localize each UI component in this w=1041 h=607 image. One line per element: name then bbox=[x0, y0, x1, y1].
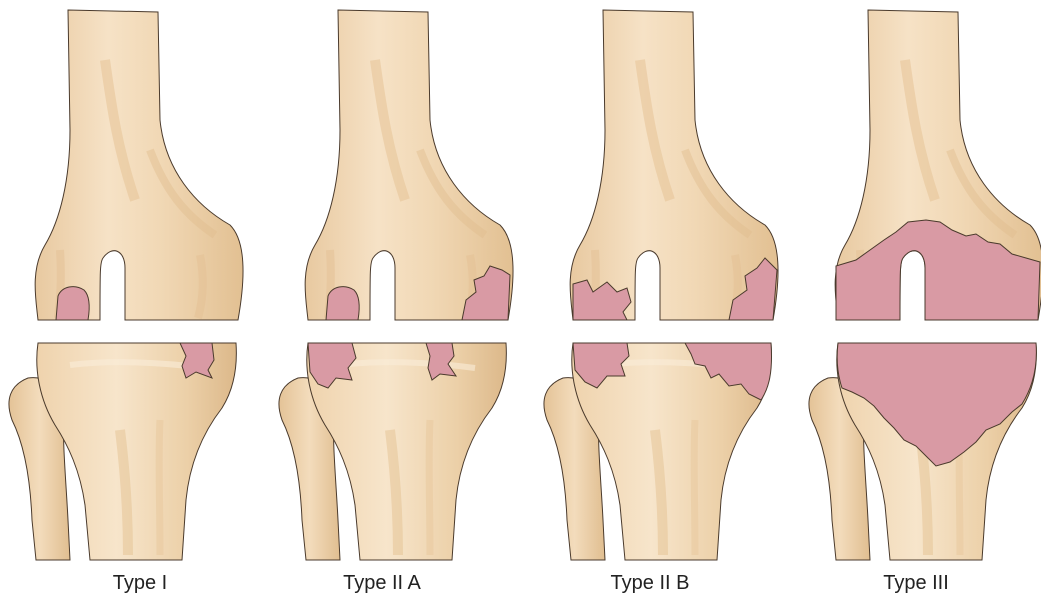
lesion-medial-femoral bbox=[326, 287, 359, 320]
femur-bone bbox=[305, 10, 513, 320]
panel-type-iib bbox=[544, 10, 778, 560]
label-type-iia: Type II A bbox=[282, 572, 482, 595]
panel-type-iii bbox=[809, 10, 1041, 560]
femur-bone bbox=[570, 10, 778, 320]
femur-bone bbox=[35, 10, 243, 320]
label-type-i: Type I bbox=[40, 572, 240, 595]
label-type-iii: Type III bbox=[816, 572, 1016, 595]
label-type-iib: Type II B bbox=[550, 572, 750, 595]
lesion-medial-femoral bbox=[56, 287, 89, 320]
panel-type-iia bbox=[279, 10, 513, 560]
lesion-lateral-tibial bbox=[180, 343, 214, 378]
panel-type-i bbox=[9, 10, 243, 560]
